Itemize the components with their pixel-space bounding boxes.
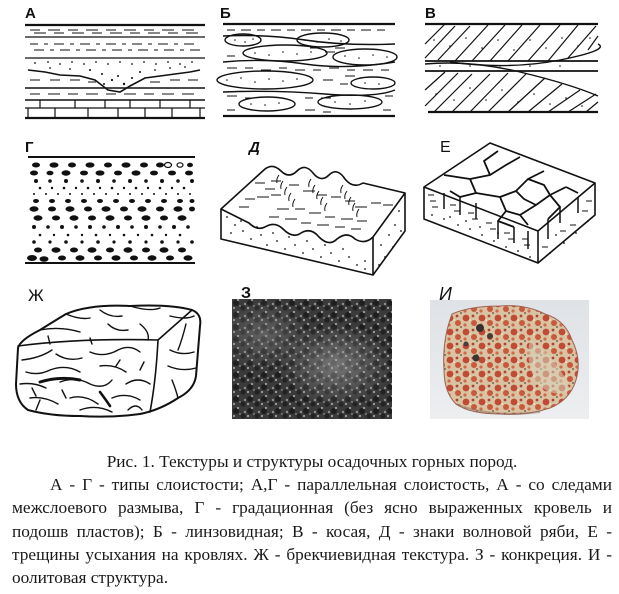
- panel-a: А: [0, 0, 210, 130]
- figure-caption: Рис. 1. Текстуры и структуры осадочных г…: [12, 450, 612, 589]
- panel-i-label: И: [439, 284, 452, 304]
- panel-g-label: Г: [25, 139, 34, 156]
- concretion-photo: [232, 299, 392, 419]
- panel-v: В: [410, 0, 619, 130]
- panel-z-label: З: [241, 285, 252, 302]
- panel-i: И: [415, 280, 619, 430]
- breccia-texture-diagram: [15, 304, 202, 418]
- parallel-bedding-erosion-diagram: [25, 23, 205, 120]
- caption-body: А - Г - типы слоистости; А,Г - параллель…: [12, 475, 612, 588]
- desiccation-cracks-diagram: [423, 142, 596, 264]
- panel-z: З: [215, 280, 415, 430]
- caption-title: Рис. 1. Текстуры и структуры осадочных г…: [106, 452, 518, 471]
- panel-zh: Ж: [0, 280, 215, 430]
- panel-g: Г: [0, 135, 210, 275]
- oolite-rock-photo: [430, 300, 589, 419]
- graded-bedding-diagram: [25, 156, 195, 264]
- cross-bedding-diagram: [424, 22, 601, 114]
- panel-b: Б: [205, 0, 415, 130]
- panel-d-label: Д: [249, 139, 260, 156]
- panel-v-label: В: [425, 5, 436, 22]
- panel-e-label: Е: [440, 139, 451, 156]
- panel-e: Е: [410, 135, 619, 280]
- panel-b-label: Б: [220, 5, 231, 22]
- wave-ripple-marks-diagram: [220, 165, 406, 276]
- panel-d: Д: [205, 135, 415, 280]
- panel-zh-label: Ж: [28, 286, 44, 305]
- panel-a-label: А: [25, 5, 36, 22]
- lenticular-bedding-diagram: [216, 22, 398, 118]
